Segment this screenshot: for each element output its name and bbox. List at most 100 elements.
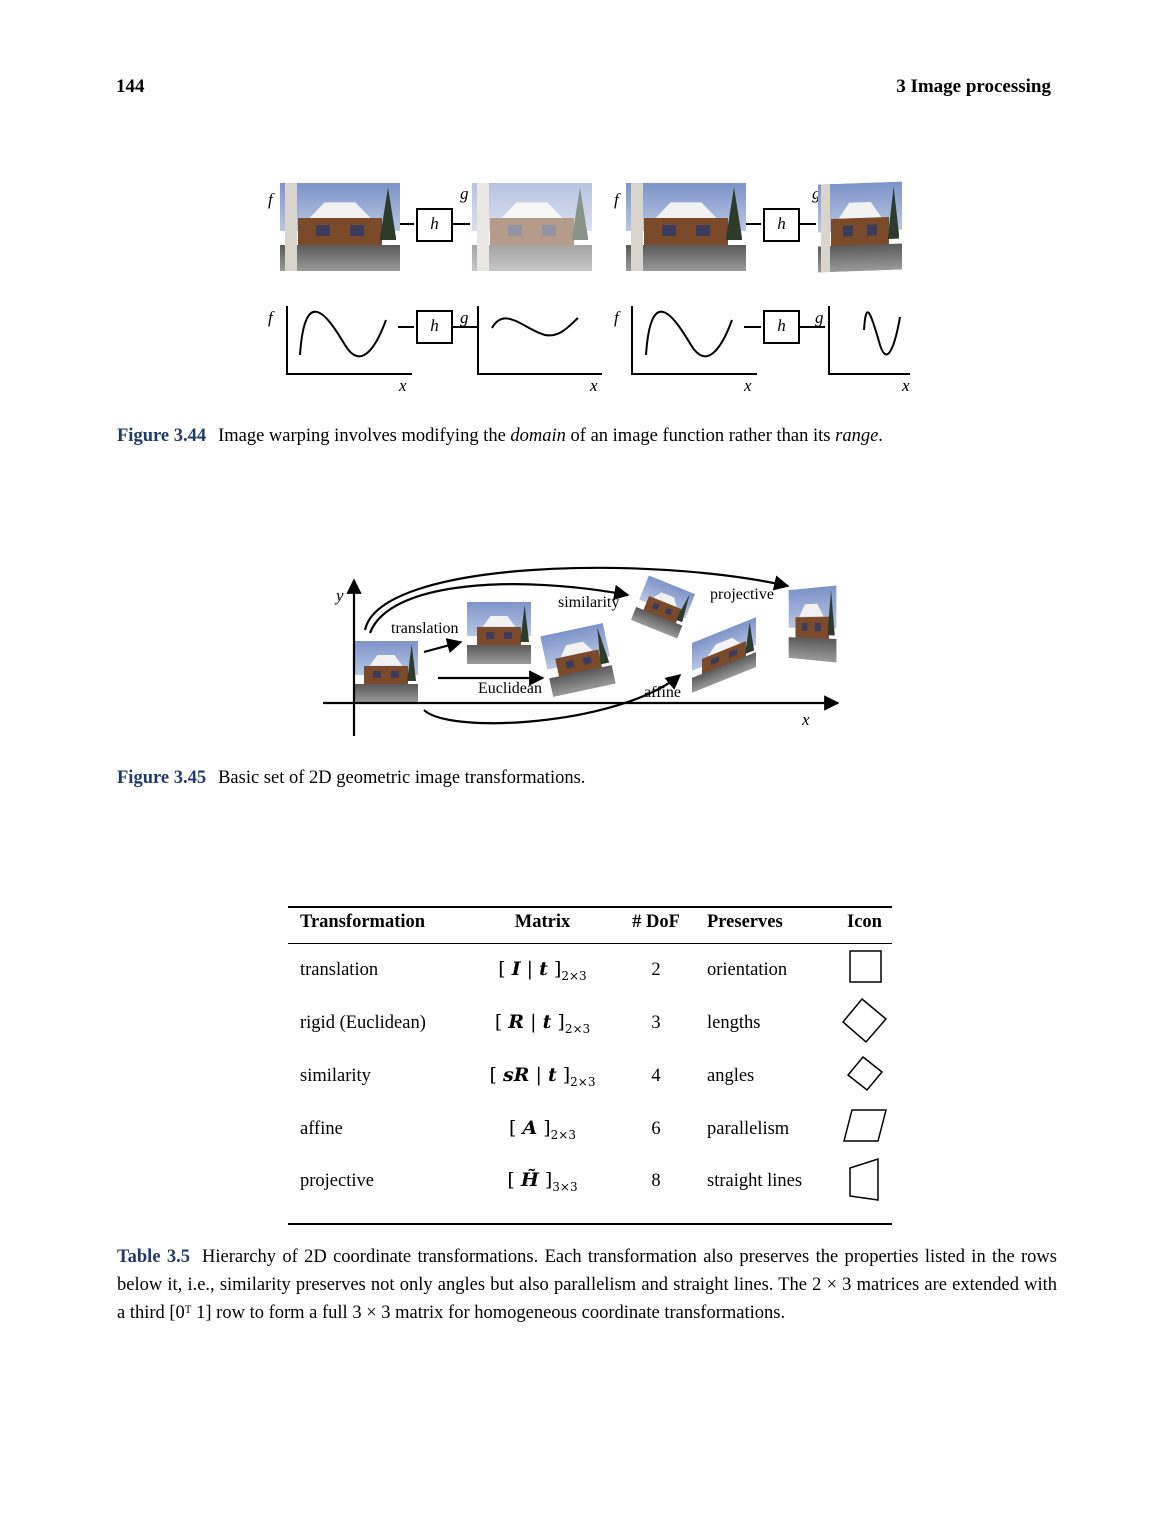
cell-preserves: straight lines	[707, 1171, 803, 1192]
cell-preserves: orientation	[707, 959, 788, 980]
table-row: projective [ H̃ ]3×3 8 straight lines	[288, 1156, 892, 1209]
house-photo-translated	[467, 602, 531, 664]
label-g: g	[812, 184, 821, 203]
function-curve-f	[299, 310, 387, 358]
cell-transformation: translation	[300, 959, 379, 980]
rotated-square-icon	[841, 997, 887, 1043]
table-label: Table 3.5	[117, 1247, 191, 1267]
caption-text: .	[878, 426, 883, 446]
h-block: h	[416, 208, 453, 242]
figure-3-45-caption: Figure 3.45 Basic set of 2D geometric ima…	[117, 764, 1057, 792]
axis-y-label: y	[336, 586, 344, 605]
running-header: 3 Image processing	[896, 76, 1051, 97]
function-curve-f	[645, 310, 733, 358]
plot-axes	[477, 306, 602, 375]
cell-dof: 4	[651, 1066, 661, 1087]
cell-dof: 3	[651, 1013, 661, 1033]
axis-x-label: x	[744, 376, 752, 395]
parallelogram-icon	[842, 1109, 887, 1142]
label-projective: projective	[710, 586, 774, 603]
label-f: f	[268, 190, 273, 209]
caption-text: Hierarchy of 2D coordinate transformatio…	[117, 1247, 1057, 1323]
caption-text: of an image function rather than its	[565, 426, 836, 446]
matrix-symbol: sR	[502, 1064, 530, 1087]
table-row: similarity [ sR | t ]2×3 4 angles	[288, 1051, 892, 1104]
function-curve-g	[491, 317, 579, 337]
cell-matrix: [ H̃ ]3×3	[507, 1169, 578, 1195]
header-rule	[288, 943, 892, 944]
caption-emphasis: domain	[510, 426, 566, 446]
matrix-symbol: t	[539, 957, 548, 980]
plot-axes	[631, 306, 757, 375]
label-similarity: similarity	[558, 594, 620, 611]
caption-text: Image warping involves modifying the	[218, 426, 511, 446]
col-header: # DoF	[632, 912, 680, 932]
house-photo-brightened	[472, 183, 592, 271]
table-bottom-rule	[288, 1223, 892, 1225]
plot-axes	[828, 306, 910, 375]
matrix-symbol: I	[511, 957, 521, 980]
matrix-symbol: A	[522, 1116, 538, 1139]
house-photo-original	[354, 641, 418, 703]
transformations-table: Transformation Matrix # DoF Preserves Ic…	[288, 906, 892, 1208]
table-row: translation [ I | t ]2×3 2 orientation	[288, 944, 892, 997]
figure-3-44-diagram	[286, 223, 910, 375]
cell-preserves: parallelism	[707, 1118, 790, 1139]
matrix-size: 2×3	[570, 1075, 596, 1090]
axis-x-label: x	[802, 710, 810, 729]
matrix-symbol: H̃	[520, 1169, 539, 1192]
label-f: f	[614, 308, 619, 327]
cell-matrix: [ A ]2×3	[509, 1116, 576, 1142]
col-header: Matrix	[514, 912, 571, 932]
matrix-size: 2×3	[550, 1127, 576, 1142]
label-euclidean: Euclidean	[478, 680, 542, 697]
table-header-row: Transformation Matrix # DoF Preserves Ic…	[288, 906, 892, 944]
label-affine: affine	[644, 684, 682, 701]
label-g: g	[460, 308, 469, 327]
label-g: g	[460, 184, 469, 203]
cell-dof: 2	[651, 959, 661, 980]
axis-x-label: x	[902, 376, 910, 395]
cell-transformation: affine	[300, 1118, 343, 1139]
label-translation: translation	[391, 620, 459, 637]
cell-preserves: lengths	[707, 1013, 761, 1033]
matrix-symbol: R	[508, 1011, 525, 1034]
cell-matrix: [ I | t ]2×3	[498, 957, 587, 983]
cell-transformation: similarity	[300, 1066, 371, 1087]
plot-axes	[286, 306, 412, 375]
col-header: Transformation	[300, 912, 426, 932]
label-g: g	[815, 308, 824, 327]
arrow-affine	[423, 674, 682, 725]
cell-matrix: [ R | t ]2×3	[494, 1011, 591, 1036]
caption-emphasis: range	[835, 426, 879, 446]
table-row: affine [ A ]2×3 6 parallelism	[288, 1103, 892, 1156]
matrix-size: 3×3	[552, 1180, 578, 1195]
house-photo	[280, 183, 400, 271]
table-top-rule	[288, 906, 892, 908]
axis-x-label: x	[399, 376, 407, 395]
cell-dof: 8	[651, 1171, 661, 1192]
axis-x-label: x	[590, 376, 598, 395]
figure-label: Figure 3.45	[117, 768, 207, 788]
arrow-projective	[363, 566, 790, 631]
caption-text: Basic set of 2D geometric image transfor…	[218, 768, 586, 788]
square-icon	[848, 950, 882, 983]
cell-dof: 6	[651, 1118, 661, 1139]
figure-3-45-diagram	[323, 566, 840, 736]
cell-matrix: [ sR | t ]2×3	[489, 1064, 596, 1090]
matrix-symbol: t	[547, 1064, 557, 1087]
matrix-size: 2×3	[564, 1021, 591, 1036]
small-rotated-square-icon	[846, 1055, 883, 1091]
arrow-translation	[423, 638, 463, 654]
function-curve-g-warped	[863, 311, 901, 356]
cell-transformation: rigid (Euclidean)	[300, 1013, 426, 1033]
arrow-similarity	[368, 583, 630, 634]
matrix-size: 2×3	[561, 968, 587, 983]
table-row: rigid (Euclidean) [ R | t ]2×3 3 lengths	[288, 997, 892, 1051]
cell-transformation: projective	[300, 1171, 374, 1192]
col-header: Preserves	[707, 912, 783, 932]
h-block: h	[763, 208, 800, 242]
label-f: f	[614, 190, 619, 209]
